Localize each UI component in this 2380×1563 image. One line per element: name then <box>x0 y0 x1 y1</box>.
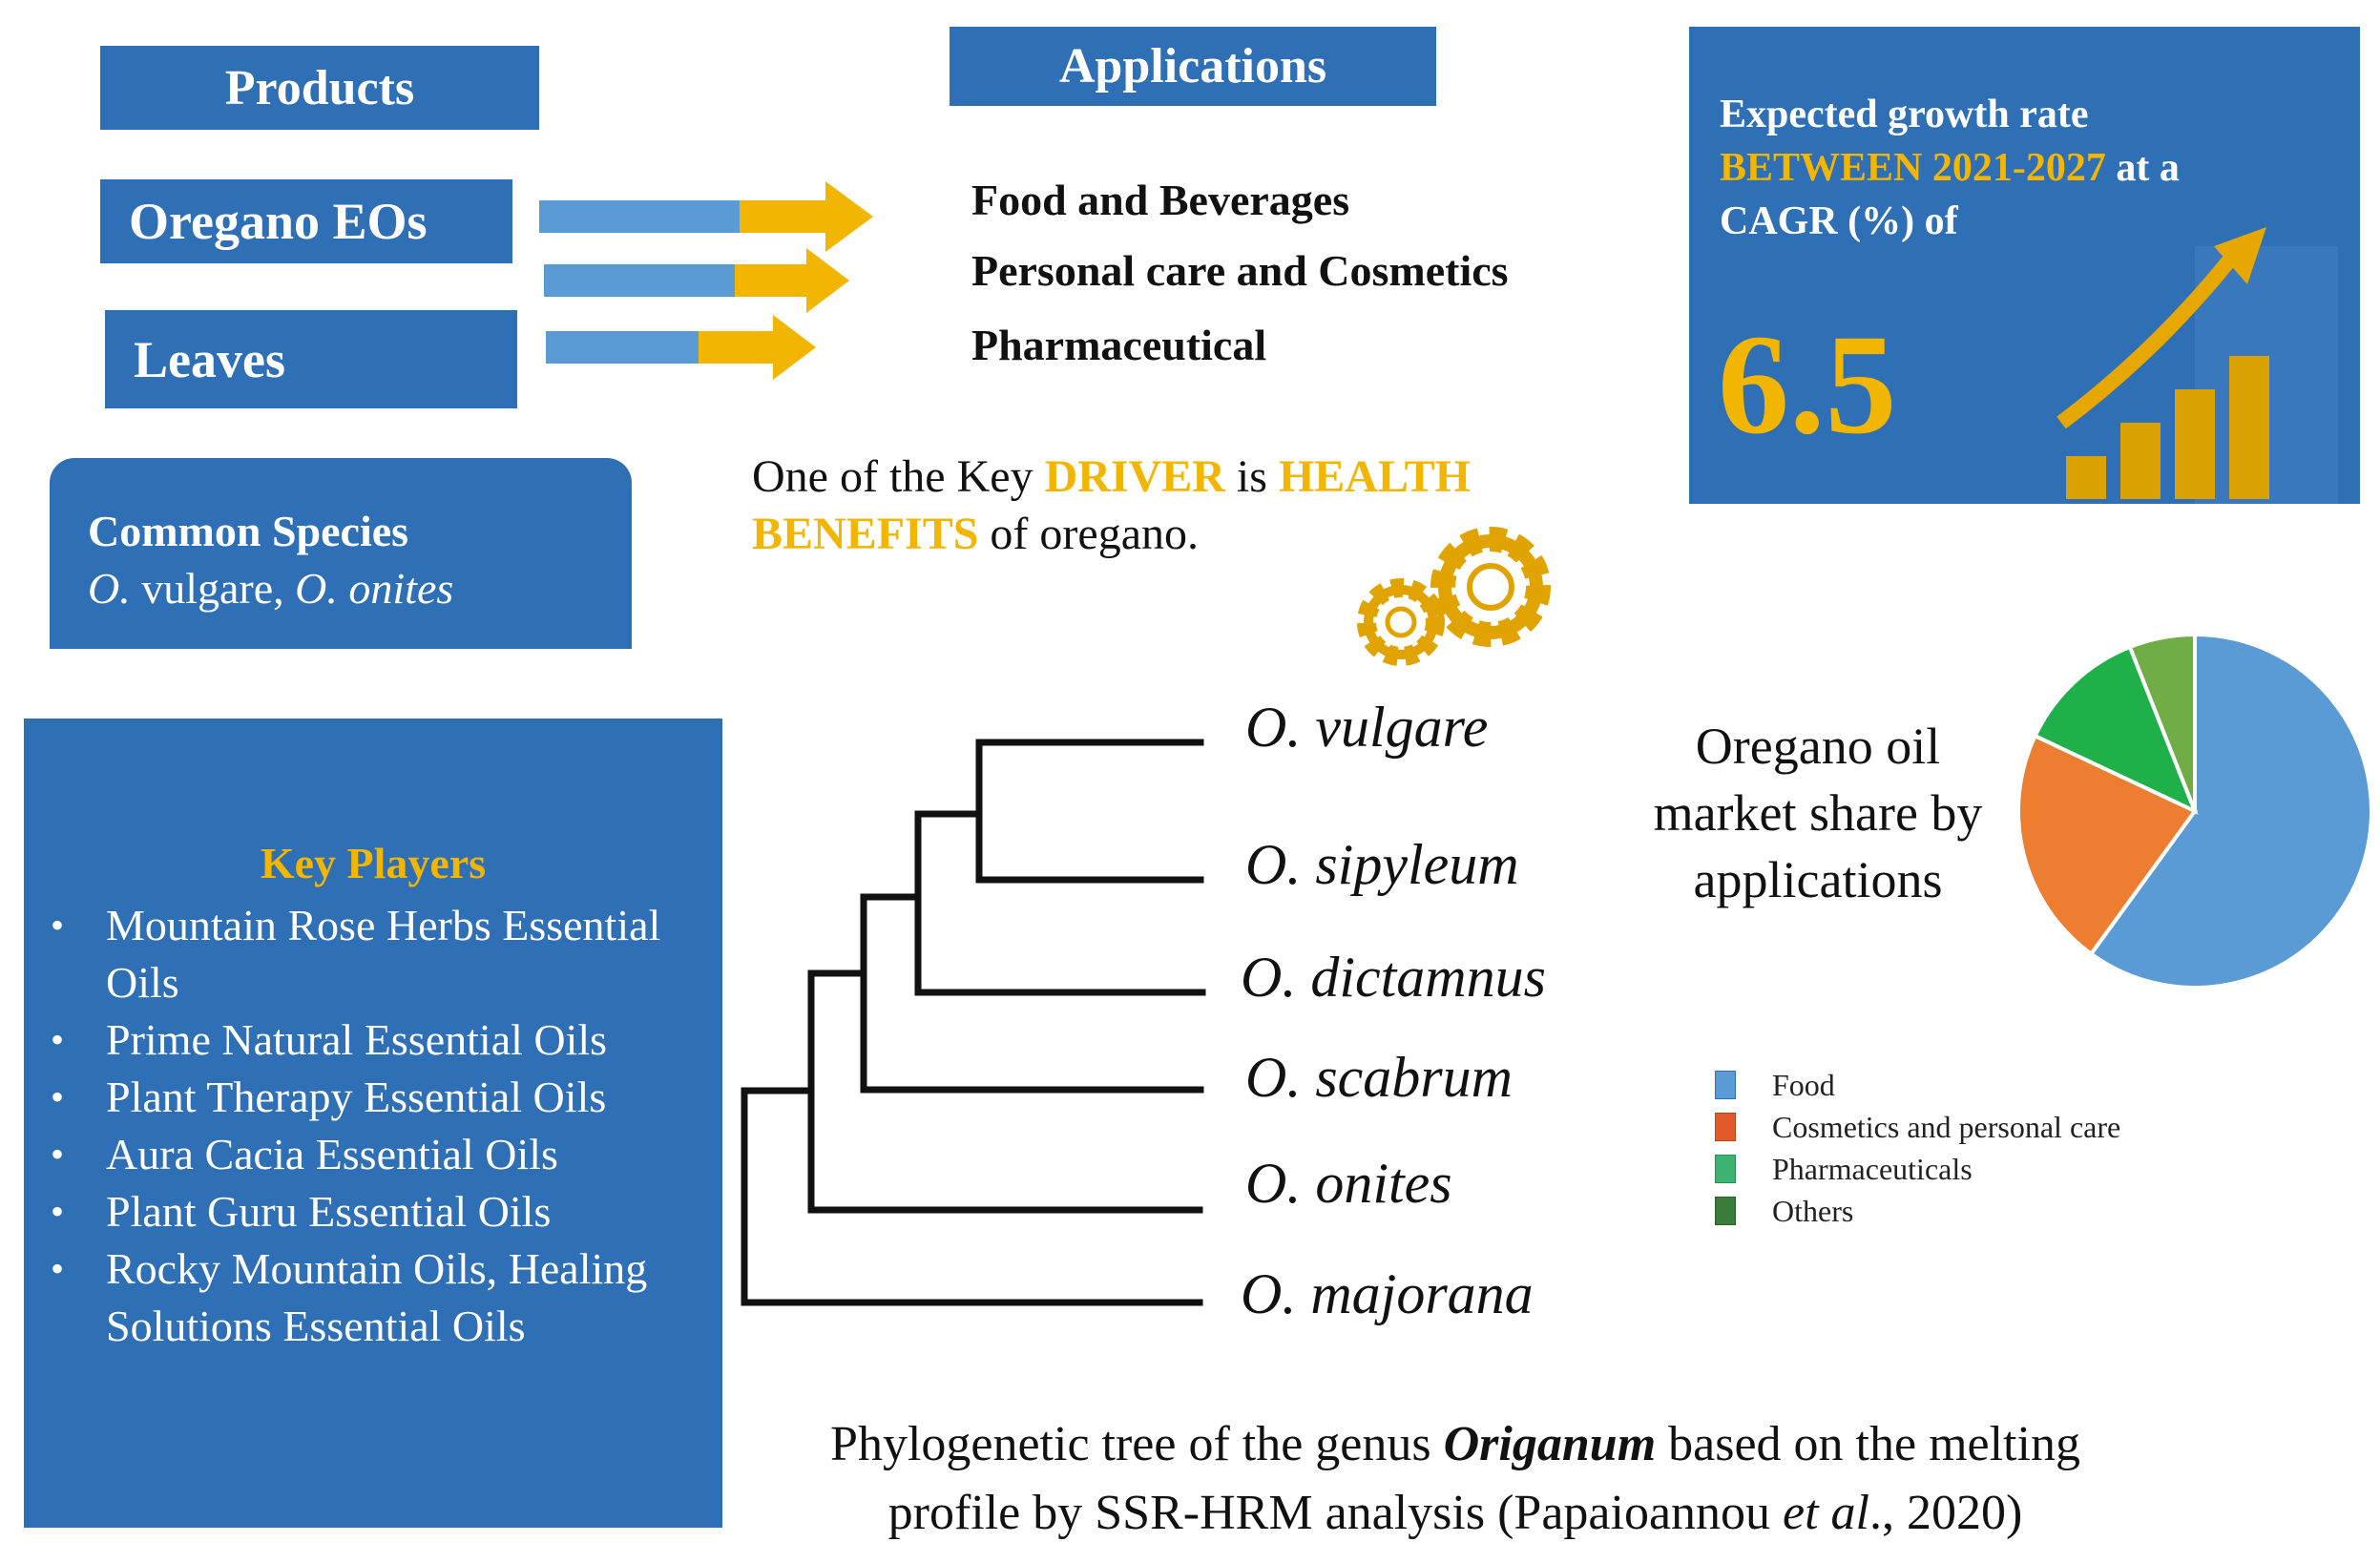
legend-item: Others <box>1715 1190 2120 1232</box>
caption-etal: et al <box>1783 1486 1870 1540</box>
tree-taxon-label: O. scabrum <box>1245 1046 1513 1109</box>
product-item-label: Leaves <box>134 330 285 388</box>
tree-taxon-label: O. majorana <box>1241 1262 1534 1325</box>
common-species-list: O. vulgare, O. onites <box>88 563 453 614</box>
list-item: Rocky Mountain Oils, Healing Solutions E… <box>24 1240 692 1355</box>
pie-slice-others <box>2127 632 2197 812</box>
application-item: Personal care and Cosmetics <box>971 246 1509 295</box>
application-item: Pharmaceutical <box>971 321 1267 369</box>
legend-swatch <box>1715 1113 1736 1141</box>
list-item: Plant Therapy Essential Oils <box>24 1069 692 1126</box>
growth-line-2-rest: at a <box>2105 146 2180 190</box>
legend-label: Others <box>1772 1193 1854 1228</box>
products-header-label: Products <box>224 60 415 115</box>
common-species-panel: Common Species O. vulgare, O. onites <box>50 458 632 649</box>
product-item-label: Oregano EOs <box>129 193 428 250</box>
application-item: Food and Beverages <box>971 176 1350 224</box>
growth-rate-text: Expected growth rate BETWEEN 2021-2027 a… <box>1720 88 2180 248</box>
legend-item: Pharmaceuticals <box>1715 1148 2120 1190</box>
key-players-list: Mountain Rose Herbs Essential Oils Prime… <box>24 897 692 1355</box>
tree-taxon-label: O. vulgare <box>1245 696 1489 759</box>
phylogenetic-tree <box>741 739 1206 1306</box>
pie-legend: Food Cosmetics and personal care Pharmac… <box>1715 1064 2120 1232</box>
legend-label: Pharmaceuticals <box>1772 1151 1973 1186</box>
caption-genus: Origanum <box>1443 1417 1657 1471</box>
pie-slice-pharmaceuticals <box>2032 644 2199 815</box>
driver-part-3: of oregano. <box>978 509 1199 559</box>
product-item-leaves: Leaves <box>105 310 517 408</box>
legend-item: Food <box>1715 1064 2120 1106</box>
species-genus: O. <box>88 564 131 613</box>
species-name-2: O. onites <box>283 564 454 613</box>
legend-swatch <box>1715 1197 1736 1225</box>
tree-taxon-label: O. dictamnus <box>1241 946 1546 1009</box>
caption-part-3: profile by SSR-HRM analysis (Papaioannou <box>887 1486 1784 1540</box>
pie-slice-food <box>2088 632 2373 990</box>
pie-chart <box>2016 632 2373 990</box>
tree-caption: Phylogenetic tree of the genus Origanum … <box>725 1410 2185 1548</box>
common-species-title: Common Species <box>88 507 409 555</box>
tree-taxon-label: O. sipyleum <box>1245 833 1519 896</box>
legend-item: Cosmetics and personal care <box>1715 1106 2120 1148</box>
list-item: Aura Cacia Essential Oils <box>24 1126 692 1183</box>
gears-icon <box>1357 527 1551 666</box>
list-item: Plant Guru Essential Oils <box>24 1183 692 1240</box>
key-driver-text: One of the Key DRIVER is HEALTH BENEFITS… <box>752 448 1573 563</box>
caption-part-4: ., 2020) <box>1869 1486 2023 1540</box>
key-players-panel: Key Players Mountain Rose Herbs Essentia… <box>24 719 722 1528</box>
arrow-right-icon <box>544 248 849 313</box>
arrow-right-icon <box>539 181 873 252</box>
products-header: Products <box>100 46 539 130</box>
legend-label: Food <box>1772 1067 1835 1102</box>
legend-label: Cosmetics and personal care <box>1772 1109 2121 1144</box>
growth-period: BETWEEN 2021-2027 <box>1720 146 2106 190</box>
caption-part-1: Phylogenetic tree of the genus <box>830 1417 1444 1471</box>
caption-line-1: Phylogenetic tree of the genus Origanum … <box>725 1410 2185 1479</box>
list-item: Prime Natural Essential Oils <box>24 1011 692 1069</box>
caption-line-2: profile by SSR-HRM analysis (Papaioannou… <box>725 1479 2185 1548</box>
driver-part-1: One of the Key <box>752 451 1045 502</box>
growth-line-1: Expected growth rate <box>1720 93 2089 136</box>
species-epithet: vulgare, <box>130 564 284 613</box>
key-players-title: Key Players <box>260 839 487 887</box>
list-item: Mountain Rose Herbs Essential Oils <box>24 897 692 1011</box>
legend-swatch <box>1715 1155 1736 1183</box>
growth-rate-panel: Expected growth rate BETWEEN 2021-2027 a… <box>1689 27 2360 504</box>
health-benefits-highlight: HEALTH BENEFITS <box>752 451 1471 559</box>
applications-header: Applications <box>950 27 1436 106</box>
product-arrows <box>539 181 873 380</box>
growth-bar-chart-icon <box>2056 227 2338 504</box>
caption-part-2: based on the melting <box>1656 1417 2080 1471</box>
product-item-oregano-eos: Oregano EOs <box>100 179 512 263</box>
growth-line-3: CAGR (%) of <box>1720 199 1958 243</box>
cagr-value: 6.5 <box>1718 305 1897 464</box>
legend-swatch <box>1715 1071 1736 1099</box>
tree-taxon-label: O. onites <box>1245 1152 1452 1215</box>
arrow-right-icon <box>546 315 816 380</box>
driver-part-2: is <box>1224 451 1279 502</box>
applications-header-label: Applications <box>1058 39 1327 94</box>
growth-line-2: BETWEEN 2021-2027 at a <box>1720 141 2180 195</box>
pie-chart-title: Oregano oil market share by applications <box>1653 718 1983 908</box>
driver-highlight: DRIVER <box>1044 451 1225 502</box>
